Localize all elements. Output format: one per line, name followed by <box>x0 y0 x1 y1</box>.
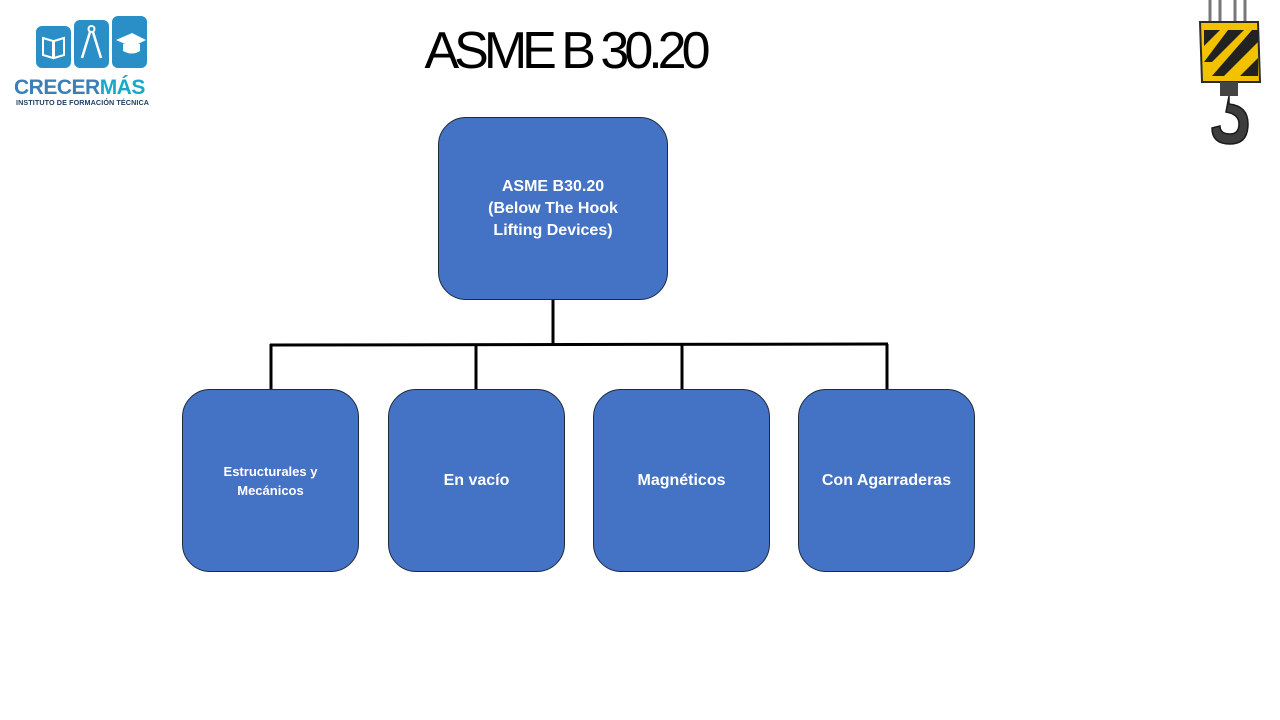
child-node-label: Mecánicos <box>237 482 304 498</box>
child-node-magneticos: Magnéticos <box>593 389 770 572</box>
page-title: ASME B 30.20 <box>424 22 710 80</box>
child-node-label: Con Agarraderas <box>821 471 952 489</box>
root-node-line2: (Below The Hook <box>488 199 618 217</box>
logo-wordmark: CRECERMÁS <box>14 76 145 99</box>
root-node-line3: Lifting Devices) <box>493 221 613 239</box>
child-node-label: Magnéticos <box>637 471 726 489</box>
book-icon <box>36 26 71 68</box>
root-node: ASME B30.20 (Below The Hook Lifting Devi… <box>438 117 668 300</box>
child-node-estructurales: Estructurales y Mecánicos <box>182 389 359 572</box>
graduation-cap-icon <box>112 16 147 68</box>
child-node-en-vacio: En vacío <box>388 389 565 572</box>
child-node-label: En vacío <box>443 471 510 489</box>
connector-horizontal-bus <box>269 342 889 347</box>
child-node-con-agarraderas: Con Agarraderas <box>798 389 975 572</box>
child-node-label: Estructurales y <box>223 463 318 479</box>
logo: CRECERMÁS INSTITUTO DE FORMACIÓN TÉCNICA <box>14 16 174 111</box>
compass-icon <box>74 20 109 68</box>
root-node-line1: ASME B30.20 <box>501 177 605 195</box>
logo-subtitle: INSTITUTO DE FORMACIÓN TÉCNICA <box>16 98 150 107</box>
crane-hook-icon <box>1190 0 1270 150</box>
